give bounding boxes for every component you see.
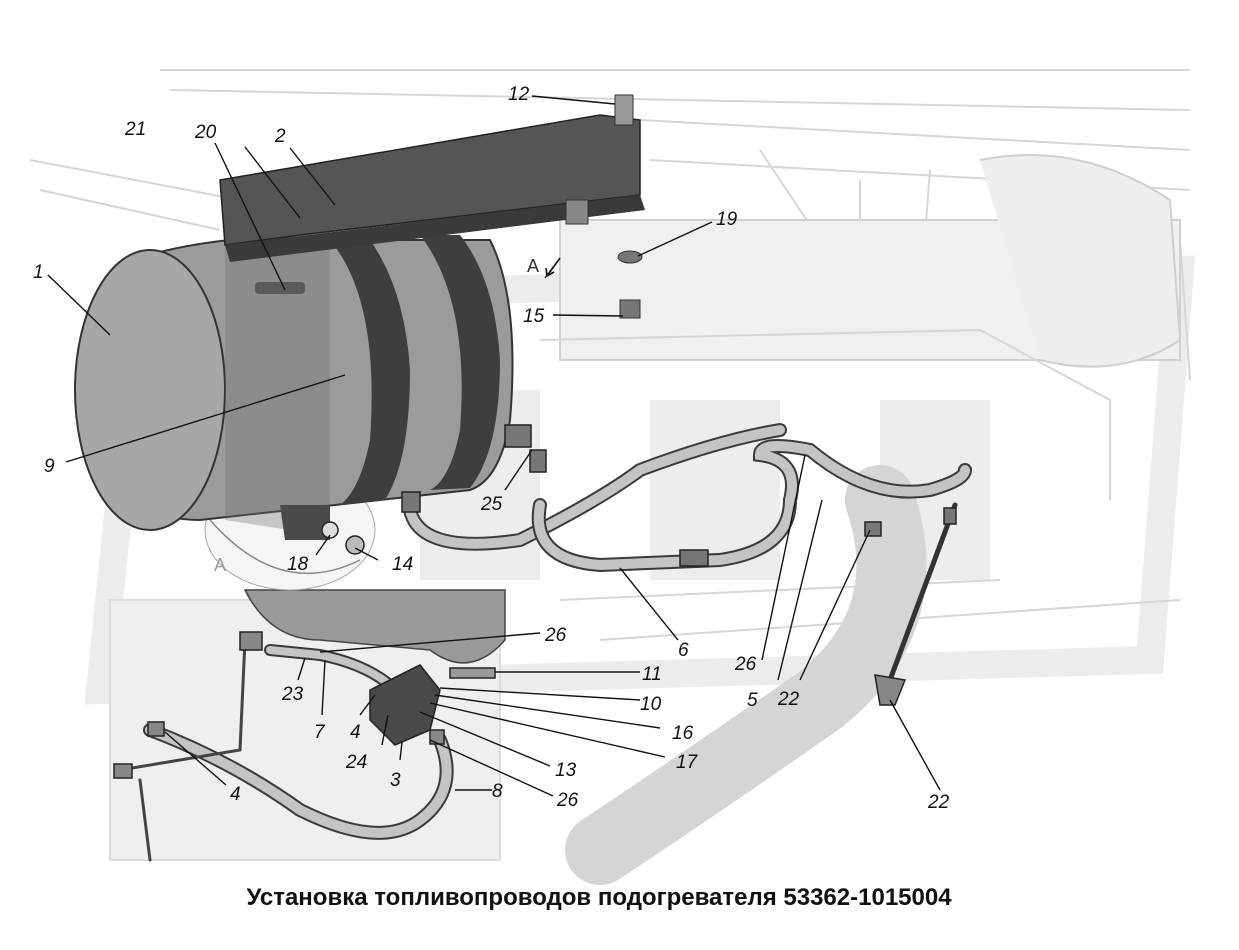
- callout-22a: 22: [777, 689, 800, 710]
- callout-14: 14: [392, 554, 413, 575]
- callout-6: 6: [678, 640, 689, 661]
- callout-19: 19: [716, 209, 738, 230]
- mounting-bracket: [219, 94, 645, 319]
- view-a-markers: А А: [214, 256, 561, 575]
- callout-20: 20: [194, 122, 217, 143]
- callout-16: 16: [672, 723, 694, 744]
- callout-12: 12: [508, 84, 530, 105]
- callout-1: 1: [33, 262, 44, 283]
- callout-23: 23: [281, 684, 304, 705]
- leader-lines: [47, 95, 941, 797]
- diagram-caption: Установка топливопроводов подогревателя …: [246, 884, 952, 911]
- callout-10: 10: [640, 694, 662, 715]
- callout-8: 8: [492, 781, 503, 802]
- callout-13: 13: [555, 760, 577, 781]
- callout-2: 2: [274, 126, 286, 147]
- chassis-background-sketch: [29, 69, 1191, 861]
- callout-4b: 4: [230, 784, 241, 805]
- callout-11: 11: [642, 664, 662, 685]
- callout-25: 25: [480, 494, 503, 515]
- callout-26c: 26: [734, 654, 757, 675]
- callout-18: 18: [287, 554, 309, 575]
- view-arrow: [545, 257, 561, 277]
- exhaust-pipe: [565, 465, 927, 885]
- fittings: [113, 424, 957, 779]
- heater-assembly: [74, 210, 514, 540]
- callout-17: 17: [676, 752, 699, 773]
- callout-3: 3: [390, 770, 401, 791]
- callout-9: 9: [44, 456, 55, 477]
- callout-7: 7: [314, 722, 326, 743]
- callout-21: 21: [124, 119, 146, 140]
- view-label-a-left: А: [214, 555, 226, 575]
- callout-5: 5: [747, 690, 758, 711]
- callout-15: 15: [523, 306, 545, 327]
- callout-26b: 26: [556, 790, 579, 811]
- callout-4a: 4: [350, 722, 361, 743]
- callout-24: 24: [345, 752, 367, 773]
- view-label-a-top: А: [527, 256, 539, 276]
- callouts: 1 2 3 4 4 4 5 6 7 8 9 10 11 12 13 14 15 …: [33, 84, 950, 813]
- callout-22b: 22: [927, 792, 950, 813]
- callout-26a: 26: [544, 625, 567, 646]
